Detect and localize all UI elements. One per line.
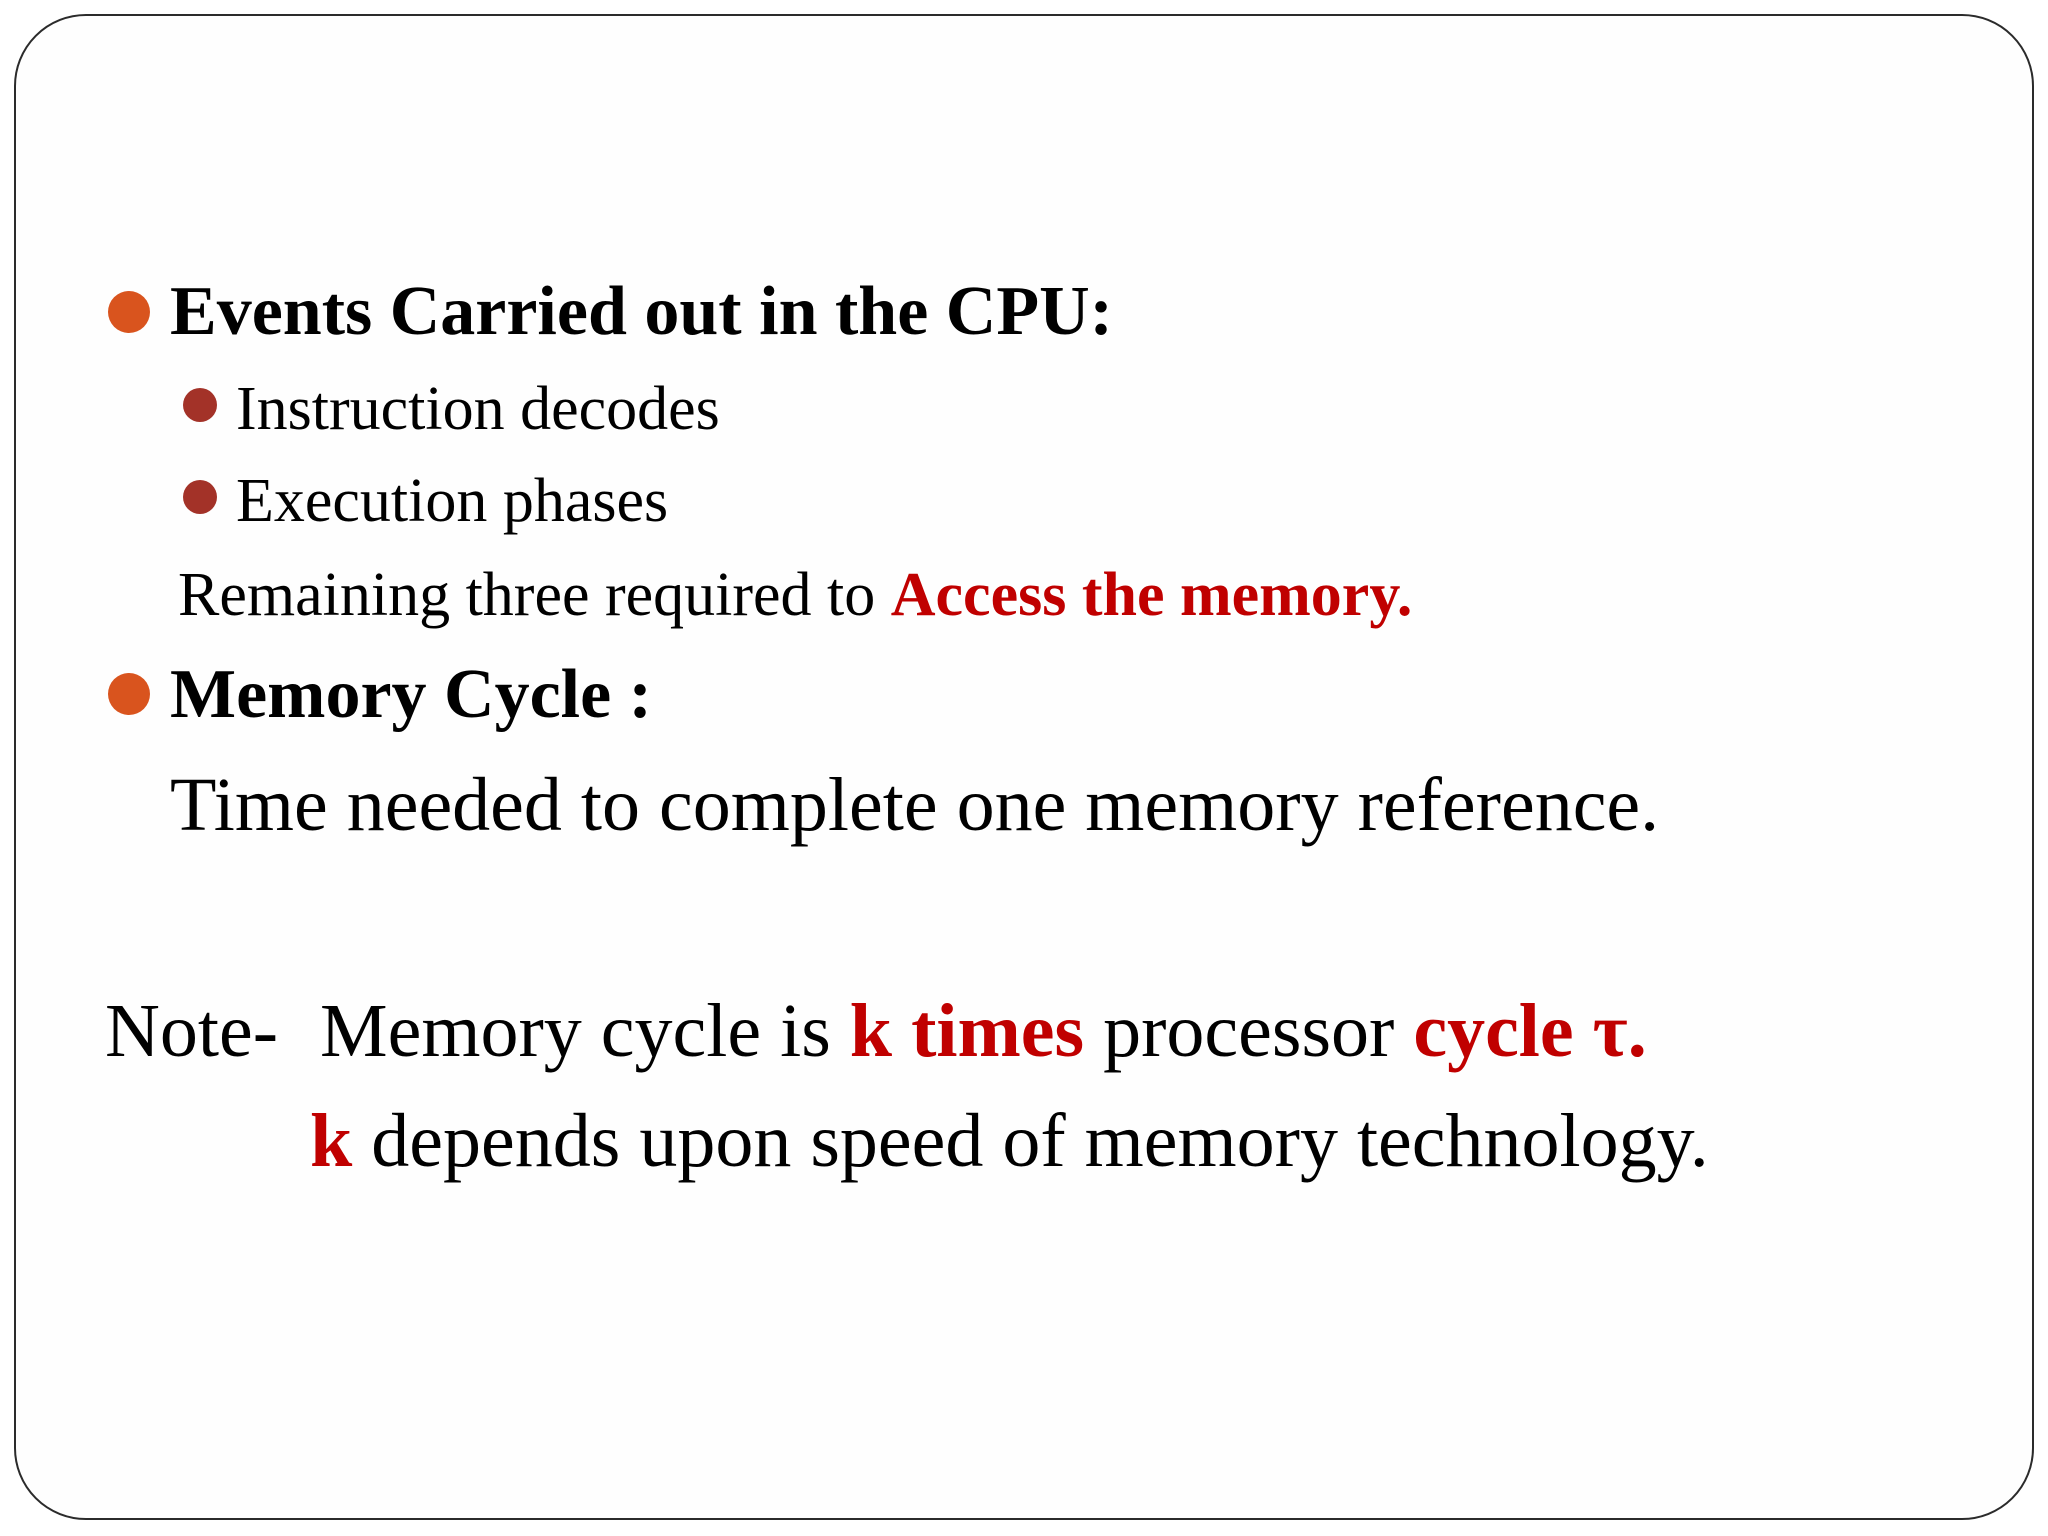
sub-item-instruction-decodes: Instruction decodes [236, 375, 720, 443]
emphasis-k: k [310, 1099, 353, 1183]
follow-up-line: Remaining three required to Access the m… [178, 561, 1413, 629]
bullet-heading-events: Events Carried out in the CPU: [170, 273, 1113, 350]
bullet-heading-memory-cycle: Memory Cycle : [170, 656, 652, 733]
sub-bullet-dot-icon [183, 480, 217, 514]
emphasis-access-memory: Access the memory. [890, 561, 1413, 629]
bullet-dot-icon [108, 291, 150, 333]
memory-cycle-description: Time needed to complete one memory refer… [170, 763, 1660, 847]
note-prefix: Note- [105, 989, 279, 1073]
sub-bullet-dot-icon [183, 388, 217, 422]
sub-item-execution-phases: Execution phases [236, 467, 669, 535]
note-line-2: k depends upon speed of memory technolog… [310, 1099, 1709, 1183]
slide-frame [14, 14, 2034, 1520]
note-line-1: Note-Memory cycle is k times processor c… [105, 989, 1647, 1073]
emphasis-k-times: k times [849, 989, 1085, 1073]
bullet-dot-icon [108, 673, 150, 715]
emphasis-cycle-tau: cycle τ. [1413, 989, 1647, 1073]
